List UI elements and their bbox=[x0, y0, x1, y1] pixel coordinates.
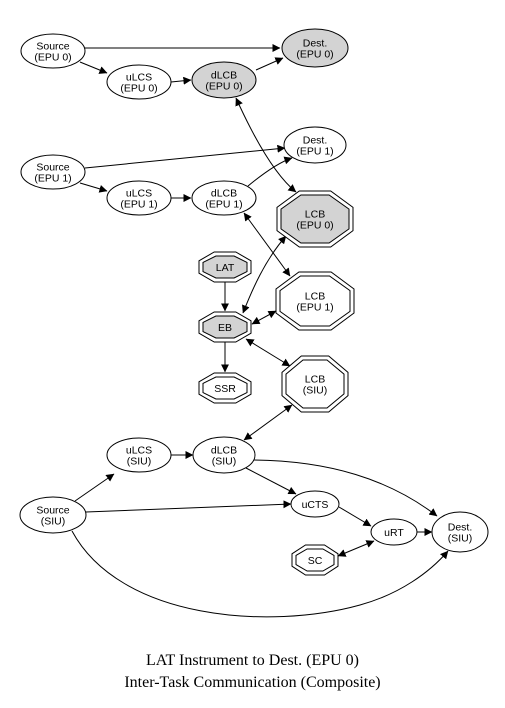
node-shape bbox=[290, 490, 340, 518]
node-shape bbox=[106, 180, 172, 216]
edge-19 bbox=[245, 467, 297, 495]
node-lcb-siu: LCB(SIU) bbox=[281, 355, 349, 413]
node-shape bbox=[20, 33, 86, 69]
edge-21 bbox=[338, 506, 372, 527]
edge-11 bbox=[242, 235, 287, 314]
node-shape-inner bbox=[202, 376, 248, 400]
edge-6 bbox=[79, 182, 108, 193]
node-shape-inner bbox=[202, 255, 248, 279]
node-lcb-epu0: LCB(EPU 0) bbox=[276, 190, 354, 248]
node-label: Source bbox=[36, 41, 69, 53]
node-ssr: SSR bbox=[198, 372, 252, 404]
node-source-epu0: Source(EPU 0) bbox=[20, 33, 86, 69]
node-ucts: uCTS bbox=[290, 490, 340, 518]
node-label: EB bbox=[218, 322, 232, 334]
diagram-subtitle: Inter-Task Communication (Composite) bbox=[124, 674, 381, 691]
node-shape bbox=[192, 436, 256, 474]
node-shape bbox=[191, 61, 257, 99]
edge-18 bbox=[85, 500, 292, 513]
node-shape bbox=[106, 64, 172, 100]
diagram-title: LAT Instrument to Dest. (EPU 0) bbox=[145, 652, 359, 669]
node-shape bbox=[19, 496, 87, 534]
node-shape bbox=[431, 511, 489, 553]
node-label: Source bbox=[36, 505, 69, 517]
node-label: (EPU 0) bbox=[120, 83, 157, 95]
node-label: LCB bbox=[305, 209, 325, 221]
node-shape bbox=[106, 437, 172, 473]
edge-24 bbox=[337, 540, 375, 557]
node-dest-siu: Dest.(SIU) bbox=[431, 511, 489, 553]
node-dlcb-epu0: dLCB(EPU 0) bbox=[191, 61, 257, 99]
node-shape bbox=[281, 28, 349, 68]
node-label: uLCS bbox=[126, 445, 152, 457]
node-label: uLCS bbox=[126, 188, 152, 200]
edge-2 bbox=[170, 76, 192, 85]
node-label: uLCS bbox=[126, 72, 152, 84]
node-label: (EPU 0) bbox=[296, 220, 333, 232]
node-urt: uRT bbox=[370, 518, 418, 546]
node-label: uCTS bbox=[302, 499, 329, 511]
edge-5 bbox=[84, 144, 286, 169]
node-shape bbox=[370, 518, 418, 546]
node-label: (EPU 1) bbox=[296, 302, 333, 314]
node-label: (EPU 1) bbox=[120, 199, 157, 211]
node-label: (SIU) bbox=[41, 516, 66, 528]
node-shape bbox=[191, 180, 257, 216]
node-shape-inner bbox=[295, 548, 335, 572]
node-lcb-epu1: LCB(EPU 1) bbox=[275, 271, 355, 331]
node-label: Dest. bbox=[303, 38, 328, 50]
node-label: (SIU) bbox=[127, 456, 152, 468]
node-ulcs-epu0: uLCS(EPU 0) bbox=[106, 64, 172, 100]
node-label: dLCB bbox=[211, 70, 237, 82]
node-shape bbox=[20, 154, 86, 190]
node-ulcs-epu1: uLCS(EPU 1) bbox=[106, 180, 172, 216]
node-ulcs-siu: uLCS(SIU) bbox=[106, 437, 172, 473]
edge-20 bbox=[247, 459, 438, 517]
edge-3 bbox=[255, 57, 284, 71]
node-label: Dest. bbox=[303, 135, 328, 147]
node-label: (EPU 0) bbox=[34, 52, 71, 64]
node-label: LCB bbox=[305, 291, 325, 303]
node-lat: LAT bbox=[198, 251, 252, 283]
node-label: LCB bbox=[305, 374, 325, 386]
node-label: dLCB bbox=[211, 445, 237, 457]
node-source-siu: Source(SIU) bbox=[19, 496, 87, 534]
node-label: (EPU 1) bbox=[34, 173, 71, 185]
node-label: dLCB bbox=[211, 188, 237, 200]
edge-1 bbox=[79, 61, 108, 74]
node-label: (EPU 0) bbox=[296, 49, 333, 61]
node-label: (EPU 1) bbox=[205, 199, 242, 211]
node-label: LAT bbox=[216, 262, 235, 274]
node-label: (SIU) bbox=[448, 533, 473, 545]
node-dlcb-siu: dLCB(SIU) bbox=[192, 436, 256, 474]
edge-12 bbox=[251, 310, 277, 325]
node-eb: EB bbox=[198, 311, 252, 343]
node-shape-inner bbox=[285, 359, 345, 409]
node-shape-inner bbox=[279, 275, 351, 327]
node-dest-epu0: Dest.(EPU 0) bbox=[281, 28, 349, 68]
node-shape-inner bbox=[202, 315, 248, 339]
edge-4 bbox=[235, 97, 297, 193]
node-shape-inner bbox=[280, 194, 350, 244]
edge-8 bbox=[247, 156, 293, 187]
node-sc: SC bbox=[291, 544, 339, 576]
edge-14 bbox=[245, 338, 291, 367]
node-label: Source bbox=[36, 162, 69, 174]
node-dlcb-epu1: dLCB(EPU 1) bbox=[191, 180, 257, 216]
node-label: (SIU) bbox=[212, 456, 237, 468]
node-dest-epu1: Dest.(EPU 1) bbox=[283, 126, 347, 164]
node-shape bbox=[283, 126, 347, 164]
node-label: (SIU) bbox=[303, 385, 328, 397]
node-label: (EPU 0) bbox=[205, 81, 242, 93]
edge-17 bbox=[74, 473, 115, 502]
node-label: Dest. bbox=[448, 522, 473, 534]
edge-23 bbox=[71, 530, 449, 618]
node-label: uRT bbox=[384, 527, 404, 539]
edge-15 bbox=[243, 404, 293, 441]
node-source-epu1: Source(EPU 1) bbox=[20, 154, 86, 190]
node-label: SC bbox=[308, 555, 323, 567]
node-label: SSR bbox=[214, 383, 236, 395]
node-label: (EPU 1) bbox=[296, 146, 333, 158]
